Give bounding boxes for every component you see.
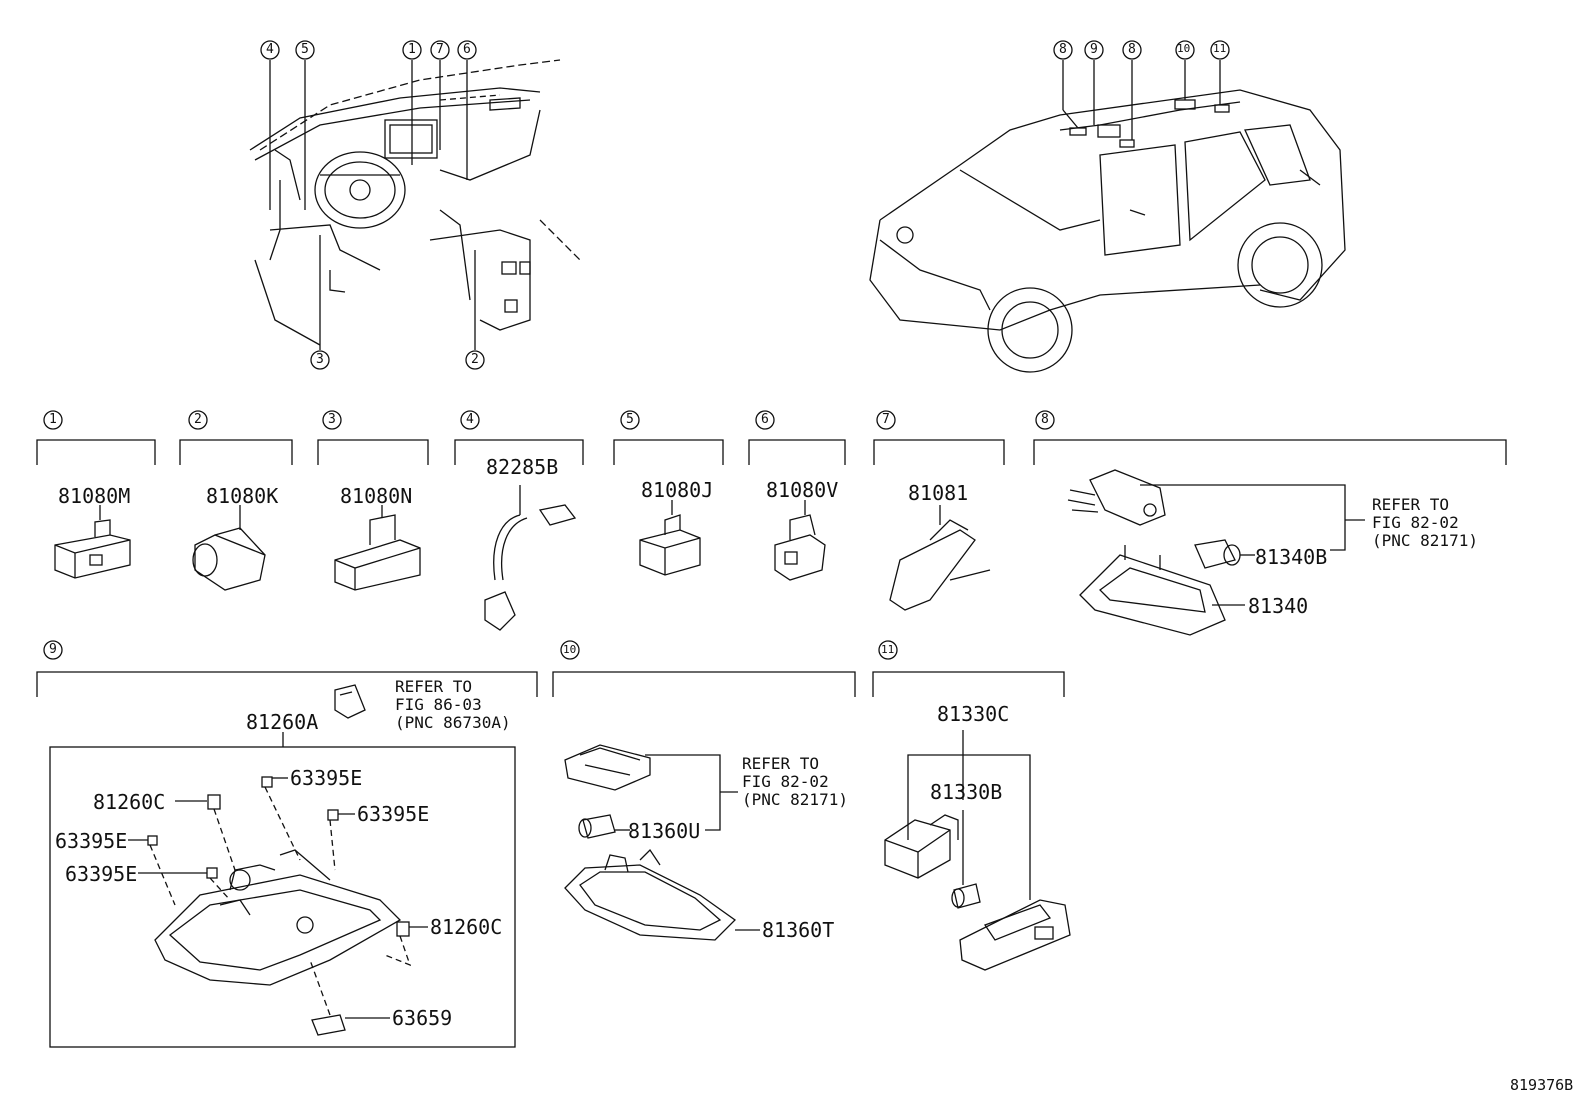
- refer-fig-10: FIG 82-02: [742, 772, 829, 791]
- part-81080M-drawing: [54, 505, 131, 579]
- callout-11-top: 11: [1213, 42, 1227, 55]
- part-number-81080V: 81080V: [766, 478, 839, 502]
- callout-10-top: 10: [1177, 42, 1191, 55]
- part-number-81360T: 81360T: [762, 918, 835, 942]
- section-11-leaders: [907, 730, 1031, 900]
- section-label-4: 4: [466, 412, 474, 427]
- section-label-9: 9: [49, 642, 57, 657]
- callout-1-top: 1: [408, 42, 416, 57]
- part-81081-drawing: [889, 505, 991, 611]
- part-81080V-drawing: [774, 500, 826, 581]
- part-number-63395E-c: 63395E: [55, 829, 128, 853]
- callout-8-top-a: 8: [1059, 42, 1067, 57]
- part-number-81330B: 81330B: [930, 780, 1003, 804]
- section-8-leaders: [1140, 484, 1365, 606]
- part-number-63395E-d: 63395E: [65, 862, 138, 886]
- callout-6-top: 6: [463, 42, 471, 57]
- part-number-81340B: 81340B: [1255, 545, 1328, 569]
- part-82285B-drawing: [484, 485, 577, 631]
- section-label-8: 8: [1041, 412, 1049, 427]
- dashboard-illustration: [249, 59, 581, 346]
- section-label-5: 5: [626, 412, 634, 427]
- part-number-81081: 81081: [908, 481, 969, 505]
- refer-fig-8: FIG 82-02: [1372, 513, 1459, 532]
- vehicle-leaders: [1062, 60, 1221, 140]
- part-number-82285B: 82285B: [486, 455, 559, 479]
- section-label-3: 3: [328, 412, 336, 427]
- section-label-11: 11: [881, 643, 895, 656]
- vehicle-illustration: [869, 89, 1346, 373]
- section-label-6: 6: [761, 412, 769, 427]
- section-label-2: 2: [194, 412, 202, 427]
- callout-8-top-b: 8: [1128, 42, 1136, 57]
- part-number-81260A: 81260A: [246, 710, 319, 734]
- refer-to-label-8: REFER TO: [1372, 495, 1450, 514]
- part-81080K-drawing: [192, 505, 266, 591]
- part-number-63395E-a: 63395E: [290, 766, 363, 790]
- part-number-81080J: 81080J: [641, 478, 714, 502]
- callout-5-top: 5: [301, 42, 309, 57]
- callout-2-top: 2: [471, 352, 479, 367]
- callout-7-top: 7: [436, 42, 444, 57]
- part-81080N-drawing: [334, 505, 421, 591]
- dashboard-leaders: [269, 60, 476, 350]
- part-number-81260C-a: 81260C: [93, 790, 166, 814]
- refer-to-label-9: REFER TO: [395, 677, 473, 696]
- section-9-drawings: [49, 684, 516, 1048]
- section-brackets: [36, 439, 1507, 697]
- section-11-drawings: [884, 814, 1071, 971]
- section-10-drawings: [564, 744, 737, 941]
- callout-4-top: 4: [266, 42, 274, 57]
- refer-pnc-8: (PNC 82171): [1372, 531, 1478, 550]
- part-number-81080M: 81080M: [58, 484, 131, 508]
- callout-9-top: 9: [1090, 42, 1098, 57]
- part-number-81330C: 81330C: [937, 702, 1010, 726]
- part-number-81360U: 81360U: [628, 819, 701, 843]
- callout-circles: [43, 40, 1230, 660]
- part-number-81080K: 81080K: [206, 484, 279, 508]
- figure-code: 819376B: [1510, 1076, 1574, 1094]
- part-number-63395E-b: 63395E: [357, 802, 430, 826]
- section-10-leaders: [615, 754, 760, 931]
- section-label-7: 7: [882, 412, 890, 427]
- section-label-1: 1: [49, 412, 57, 427]
- section-label-10: 10: [563, 643, 577, 656]
- refer-pnc-10: (PNC 82171): [742, 790, 848, 809]
- part-number-81260C-b: 81260C: [430, 915, 503, 939]
- section-9-leaders: [128, 777, 428, 1019]
- part-81080J-drawing: [639, 500, 701, 576]
- part-number-63659: 63659: [392, 1006, 453, 1030]
- refer-fig-9: FIG 86-03: [395, 695, 482, 714]
- callout-3-top: 3: [316, 352, 324, 367]
- part-number-81080N: 81080N: [340, 484, 413, 508]
- refer-pnc-9: (PNC 86730A): [395, 713, 511, 732]
- refer-to-label-10: REFER TO: [742, 754, 820, 773]
- part-number-81340: 81340: [1248, 594, 1309, 618]
